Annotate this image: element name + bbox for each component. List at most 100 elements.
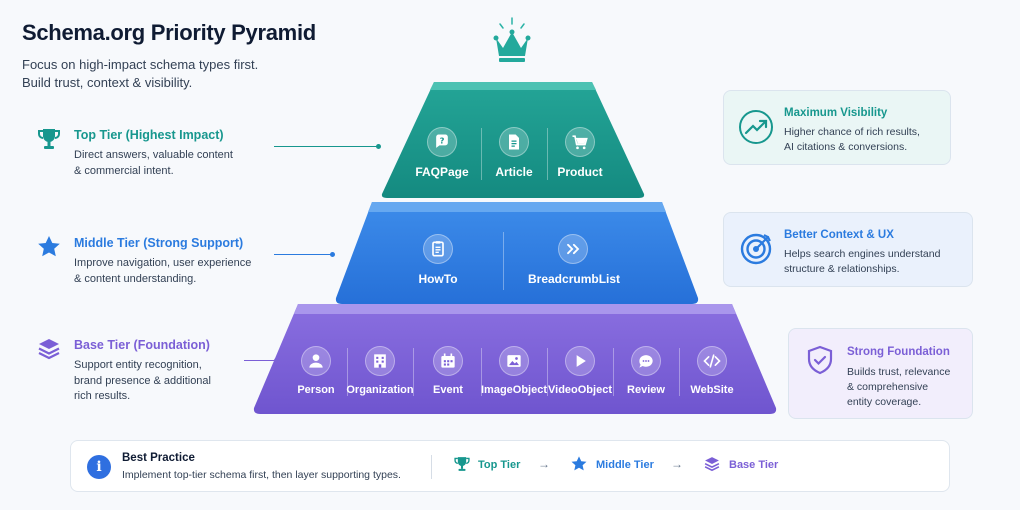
flow-step: Base Tier xyxy=(729,459,779,471)
tier-separator xyxy=(481,128,482,180)
benefit-description: Helps search engines understand structur… xyxy=(784,247,969,277)
desc-line: Helps search engines understand xyxy=(784,248,941,260)
tier-description: Support entity recognition, brand presen… xyxy=(74,358,274,405)
tier-title: Top Tier (Highest Impact) xyxy=(74,128,224,142)
svg-text:?: ? xyxy=(440,136,445,146)
chevrons-right-icon xyxy=(558,234,588,264)
best-practice-description: Implement top-tier schema first, then la… xyxy=(122,469,401,481)
schema-type-article: Article xyxy=(469,127,559,179)
tier-description: Improve navigation, user experience & co… xyxy=(74,256,274,287)
star-icon xyxy=(571,456,587,471)
schema-type-website: WebSite xyxy=(667,346,757,396)
code-icon xyxy=(697,346,727,376)
tier-description: Direct answers, valuable content & comme… xyxy=(74,148,274,179)
tier-separator xyxy=(503,232,504,290)
tier-separator xyxy=(679,348,680,396)
target-icon xyxy=(740,233,772,265)
desc-line: Improve navigation, user experience xyxy=(74,257,252,269)
schema-type-videoobject: VideoObject xyxy=(535,346,625,396)
page-title: Schema.org Priority Pyramid xyxy=(22,20,316,45)
schema-type-product: Product xyxy=(535,127,625,179)
benefit-title: Better Context & UX xyxy=(784,229,894,241)
schema-type-label: WebSite xyxy=(690,384,734,396)
desc-line: structure & relationships. xyxy=(784,263,900,275)
building-icon xyxy=(365,346,395,376)
schema-type-label: Product xyxy=(557,165,603,179)
benefit-title: Maximum Visibility xyxy=(784,107,888,119)
desc-line: rich results. xyxy=(74,390,131,402)
info-icon: i xyxy=(87,455,111,479)
schema-type-label: Review xyxy=(627,384,665,396)
schema-type-label: HowTo xyxy=(418,272,458,286)
trophy-icon xyxy=(38,129,60,149)
connector-line xyxy=(274,144,381,149)
schema-type-label: Person xyxy=(297,384,335,396)
desc-line: brand presence & additional xyxy=(74,374,211,387)
flow-step: Top Tier xyxy=(478,459,521,471)
divider xyxy=(431,455,432,479)
chat-bubble-icon xyxy=(631,346,661,376)
desc-line: Higher chance of rich results, xyxy=(784,126,920,138)
schema-type-howto: HowTo xyxy=(393,234,483,286)
benefit-card-foundation: Strong Foundation Builds trust, relevanc… xyxy=(788,328,973,419)
pyramid-tier-middle xyxy=(332,198,702,308)
trend-up-icon xyxy=(739,110,773,144)
tier-title: Middle Tier (Strong Support) xyxy=(74,236,244,250)
benefit-title: Strong Foundation xyxy=(847,346,950,358)
person-icon xyxy=(301,346,331,376)
page-subtitle: Focus on high-impact schema types first.… xyxy=(22,56,258,92)
benefit-card-context: Better Context & UX Helps search engines… xyxy=(723,212,973,287)
cart-icon xyxy=(565,127,595,157)
tier-info-base: Base Tier (Foundation) Support entity re… xyxy=(36,336,276,406)
desc-line: entity coverage. xyxy=(847,396,922,408)
tier-separator xyxy=(547,348,548,396)
best-practice-bar: i Best Practice Implement top-tier schem… xyxy=(70,440,950,492)
schema-type-breadcrumblist: BreadcrumbList xyxy=(528,234,621,286)
desc-line: & comprehensive xyxy=(847,381,929,393)
tier-separator xyxy=(547,128,548,180)
schema-type-label: FAQPage xyxy=(415,165,469,179)
tier-separator xyxy=(347,348,348,396)
best-practice-title: Best Practice xyxy=(122,452,195,464)
tier-info-top: Top Tier (Highest Impact) Direct answers… xyxy=(36,126,276,186)
checklist-icon xyxy=(423,234,453,264)
desc-line: Direct answers, valuable content xyxy=(74,149,233,161)
arrow-right-icon: → xyxy=(671,457,683,471)
image-icon xyxy=(499,346,529,376)
desc-line: Builds trust, relevance xyxy=(847,366,951,378)
trophy-icon xyxy=(454,457,470,471)
schema-type-label: Event xyxy=(433,384,463,396)
tier-separator xyxy=(613,348,614,396)
tier-title: Base Tier (Foundation) xyxy=(74,338,210,352)
crown-icon xyxy=(493,17,531,62)
document-icon xyxy=(499,127,529,157)
schema-type-organization: Organization xyxy=(335,346,425,396)
calendar-icon xyxy=(433,346,463,376)
schema-type-review: Review xyxy=(601,346,691,396)
benefit-description: Builds trust, relevance & comprehensive … xyxy=(847,365,967,410)
desc-line: AI citations & conversions. xyxy=(784,141,908,153)
schema-type-label: Organization xyxy=(346,384,414,396)
benefit-description: Higher chance of rich results, AI citati… xyxy=(784,125,954,155)
question-bubble-icon: ? xyxy=(427,127,457,157)
desc-line: Support entity recognition, xyxy=(74,359,202,371)
schema-type-event: Event xyxy=(403,346,493,396)
layers-icon xyxy=(704,457,720,472)
star-icon xyxy=(38,236,60,257)
schema-type-label: BreadcrumbList xyxy=(528,272,621,286)
schema-type-label: VideoObject xyxy=(548,384,612,396)
layers-icon xyxy=(38,339,60,360)
tier-separator xyxy=(413,348,414,396)
flow-step: Middle Tier xyxy=(596,459,654,471)
schema-type-label: ImageObject xyxy=(480,384,548,396)
schema-type-imageobject: ImageObject xyxy=(469,346,559,396)
play-icon xyxy=(565,346,595,376)
schema-type-faqpage: ? FAQPage xyxy=(397,127,487,179)
desc-line: & commercial intent. xyxy=(74,164,174,177)
desc-line: & content understanding. xyxy=(74,272,197,285)
schema-type-label: Article xyxy=(495,165,533,179)
benefit-card-visibility: Maximum Visibility Higher chance of rich… xyxy=(723,90,951,165)
tier-info-middle: Middle Tier (Strong Support) Improve nav… xyxy=(36,234,276,294)
tier-separator xyxy=(481,348,482,396)
connector-line xyxy=(274,252,335,257)
